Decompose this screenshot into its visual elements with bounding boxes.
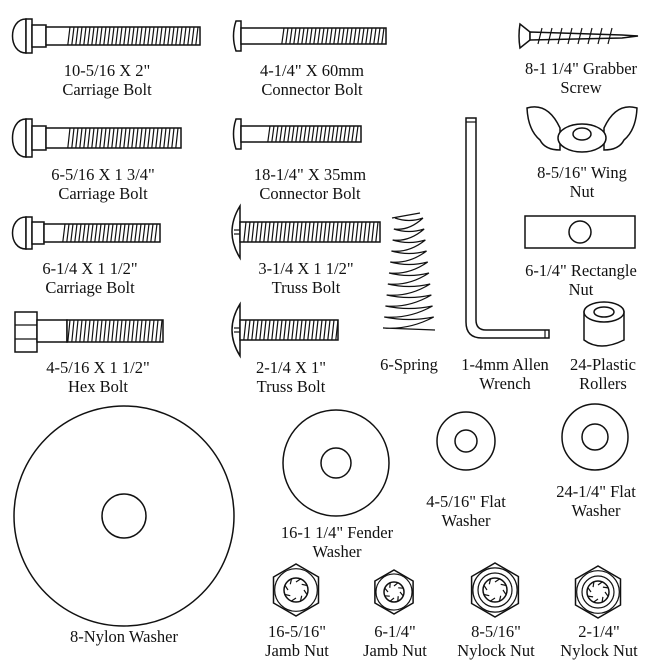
label-carriage-bolt-112: 6-1/4 X 1 1/2"Carriage Bolt: [42, 259, 137, 297]
label-jamb-nut-14: 6-1/4"Jamb Nut: [363, 622, 427, 660]
rectangle-nut-icon: [524, 215, 636, 249]
flat-washer-516-icon: [436, 411, 496, 471]
grabber-screw-icon: [518, 22, 639, 50]
label-line: 8-1 1/4" Grabber: [524, 59, 638, 78]
label-line: 16-5/16": [267, 622, 327, 641]
label-line: 2-1/4 X 1": [256, 358, 326, 377]
label-line: 4-5/16 X 1 1/2": [46, 358, 150, 377]
connector-bolt-60-icon: [232, 20, 387, 52]
label-jamb-nut-516: 16-5/16"Jamb Nut: [265, 622, 329, 660]
nylon-washer-icon: [13, 405, 235, 627]
label-line: 6-Spring: [380, 355, 438, 374]
label-line: Nylock Nut: [560, 641, 638, 660]
label-line: 2-1/4": [578, 622, 620, 641]
spring-icon: [382, 212, 436, 331]
label-nylon-washer: 8-Nylon Washer: [70, 627, 178, 646]
flat-washer-14-icon: [561, 403, 629, 471]
label-line: 8-5/16" Wing: [537, 163, 627, 182]
truss-bolt-112-icon: [231, 203, 381, 261]
label-line: 6-1/4 X 1 1/2": [42, 259, 138, 278]
label-carriage-bolt-2: 10-5/16 X 2"Carriage Bolt: [62, 61, 151, 99]
label-line: Truss Bolt: [256, 377, 326, 396]
label-line: Hex Bolt: [67, 377, 129, 396]
label-nylock-nut-14: 2-1/4"Nylock Nut: [560, 622, 637, 660]
hex-bolt-icon: [14, 311, 164, 353]
carriage-bolt-134-icon: [11, 118, 182, 158]
label-carriage-bolt-134: 6-5/16 X 1 3/4"Carriage Bolt: [51, 165, 154, 203]
label-line: 4-1/4" X 60mm: [260, 61, 364, 80]
label-line: 24-1/4" Flat: [556, 482, 636, 501]
label-line: 8-5/16": [471, 622, 521, 641]
label-line: 8-Nylon Washer: [70, 627, 178, 646]
label-line: Jamb Nut: [363, 641, 427, 660]
label-line: Nylock Nut: [457, 641, 535, 660]
nylock-nut-516-icon: [470, 562, 520, 618]
label-line: Truss Bolt: [271, 278, 341, 297]
wing-nut-icon: [526, 106, 638, 153]
label-line: Connector Bolt: [261, 80, 363, 99]
label-line: Screw: [560, 78, 602, 97]
label-line: 4-5/16" Flat: [426, 492, 506, 511]
label-line: Washer: [571, 501, 621, 520]
label-line: 3-1/4 X 1 1/2": [258, 259, 354, 278]
label-truss-bolt-112: 3-1/4 X 1 1/2"Truss Bolt: [258, 259, 353, 297]
label-line: Nut: [569, 182, 595, 201]
label-line: Washer: [312, 542, 362, 561]
label-line: 18-1/4" X 35mm: [253, 165, 367, 184]
carriage-bolt-112-icon: [11, 216, 161, 250]
label-line: 1-4mm Allen: [461, 355, 549, 374]
label-hex-bolt: 4-5/16 X 1 1/2"Hex Bolt: [46, 358, 149, 396]
label-line: Carriage Bolt: [62, 80, 152, 99]
carriage-bolt-2-icon: [11, 18, 201, 54]
label-line: Rollers: [579, 374, 627, 393]
label-line: 24-Plastic: [570, 355, 636, 374]
label-line: 6-1/4": [374, 622, 416, 641]
label-line: 16-1 1/4" Fender: [280, 523, 394, 542]
label-nylock-nut-516: 8-5/16"Nylock Nut: [457, 622, 534, 660]
jamb-nut-14-icon: [374, 569, 414, 615]
label-line: Jamb Nut: [265, 641, 329, 660]
fender-washer-icon: [282, 409, 390, 517]
label-spring: 6-Spring: [380, 355, 438, 374]
connector-bolt-35-icon: [232, 118, 362, 150]
nylock-nut-14-icon: [574, 565, 622, 619]
truss-bolt-1-icon: [231, 301, 339, 359]
label-line: Carriage Bolt: [58, 184, 148, 203]
label-line: Washer: [441, 511, 491, 530]
label-line: Connector Bolt: [259, 184, 361, 203]
label-line: Nut: [568, 280, 594, 299]
label-line: 6-5/16 X 1 3/4": [51, 165, 155, 184]
label-line: Carriage Bolt: [45, 278, 135, 297]
allen-wrench-icon: [465, 117, 550, 339]
label-truss-bolt-1: 2-1/4 X 1"Truss Bolt: [256, 358, 326, 396]
label-line: Wrench: [479, 374, 531, 393]
label-line: 6-1/4" Rectangle: [525, 261, 637, 280]
label-line: 10-5/16 X 2": [63, 61, 151, 80]
plastic-roller-icon: [583, 301, 625, 347]
jamb-nut-516-icon: [272, 563, 320, 617]
